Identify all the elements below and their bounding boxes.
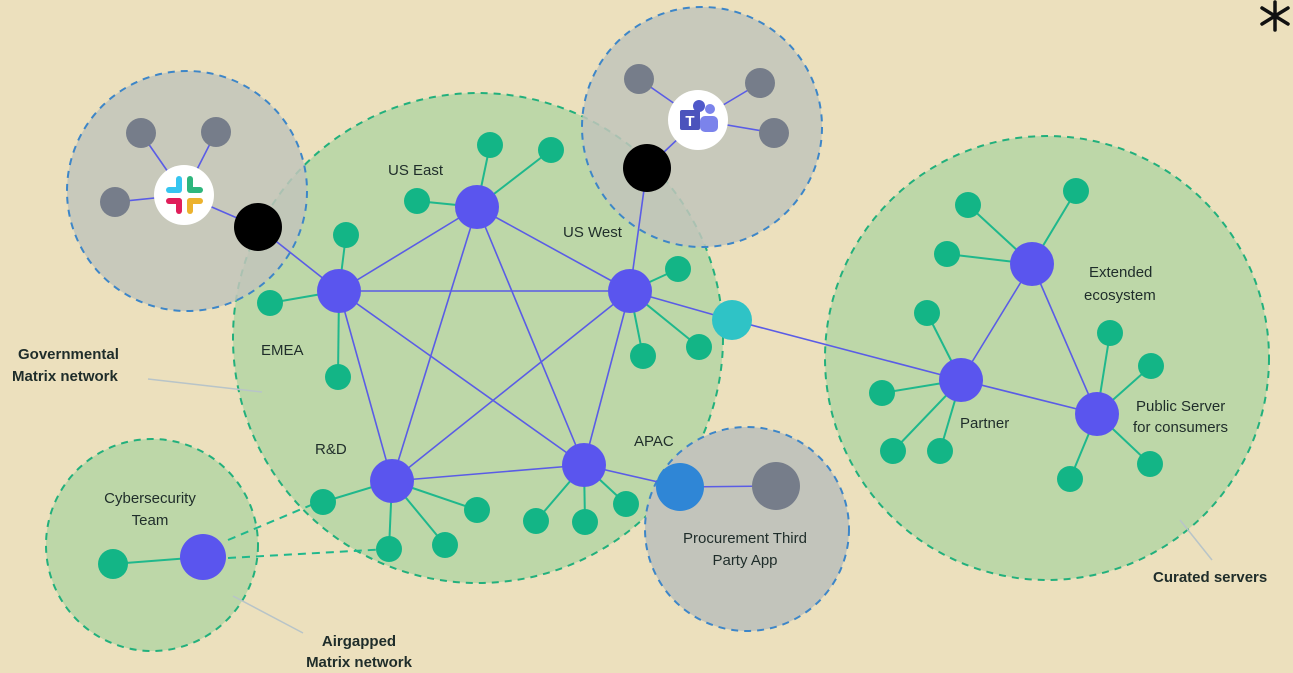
hub-cybersecurity-team: [180, 534, 226, 580]
leaf-node: [869, 380, 895, 406]
airgap-links: [227, 499, 390, 559]
slack-logo-icon: [154, 165, 214, 225]
callout-governmental-line1: Governmental: [18, 346, 119, 363]
leaf-node: [404, 188, 430, 214]
callout-labels: Governmental Matrix network Airgapped Ma…: [12, 346, 1267, 671]
zones: [45, 6, 1270, 652]
zone-curated-servers: [824, 135, 1270, 581]
airgap-link-upper: [227, 499, 324, 541]
hub-us-east: [455, 185, 499, 229]
leaf-node: [914, 300, 940, 326]
leaf-node: [376, 536, 402, 562]
leaf-node: [613, 491, 639, 517]
slack-bridge-node: [234, 203, 282, 251]
callout-governmental-line2: Matrix network: [12, 368, 119, 385]
callout-airgapped-line1: Airgapped: [322, 633, 396, 650]
leaf-node: [955, 192, 981, 218]
teams-bridge-node: [623, 144, 671, 192]
leaf-node: [464, 497, 490, 523]
label-rd: R&D: [315, 441, 347, 458]
teams-logo-letter: T: [685, 113, 694, 130]
label-us-east: US East: [388, 162, 444, 179]
callout-line-curated: [1179, 519, 1213, 561]
external-node: [201, 117, 231, 147]
hub-emea: [317, 269, 361, 313]
hub-public-server: [1075, 392, 1119, 436]
label-cybersecurity-line1: Cybersecurity: [104, 490, 196, 507]
procurement-app-node: [752, 462, 800, 510]
leaf-node: [686, 334, 712, 360]
hub-nodes: [180, 185, 1119, 580]
leaf-node: [1138, 353, 1164, 379]
node-labels: US East US West EMEA R&D APAC Extended e…: [104, 162, 1228, 569]
zone-airgapped-network: [45, 438, 259, 652]
external-node: [126, 118, 156, 148]
label-procurement-line1: Procurement Third: [683, 530, 807, 547]
callout-line-airgapped: [232, 595, 304, 634]
leaf-node: [1137, 451, 1163, 477]
hub-extended-ecosystem: [1010, 242, 1054, 286]
leaf-node: [538, 137, 564, 163]
leaf-node: [1097, 320, 1123, 346]
external-node: [100, 187, 130, 217]
zone-procurement-app: [644, 426, 850, 632]
hub-us-west: [608, 269, 652, 313]
external-nodes: [100, 64, 800, 510]
hub-rd: [370, 459, 414, 503]
leaf-node: [523, 508, 549, 534]
leaf-node: [927, 438, 953, 464]
procurement-bridge-node: [656, 463, 704, 511]
leaf-node: [98, 549, 128, 579]
federation-bridge-node: [712, 300, 752, 340]
external-node: [624, 64, 654, 94]
hub-apac: [562, 443, 606, 487]
leaf-node: [477, 132, 503, 158]
callout-curated-servers: Curated servers: [1153, 569, 1267, 586]
label-procurement-line2: Party App: [712, 552, 777, 569]
label-apac: APAC: [634, 433, 674, 450]
label-us-west: US West: [563, 224, 623, 241]
leaf-node: [572, 509, 598, 535]
label-emea: EMEA: [261, 342, 304, 359]
leaf-node: [630, 343, 656, 369]
leaf-node: [880, 438, 906, 464]
callout-line-governmental: [147, 378, 263, 393]
leaf-nodes: [98, 132, 1164, 579]
callout-airgapped-line2: Matrix network: [306, 654, 413, 671]
leaf-node: [333, 222, 359, 248]
hub-partner: [939, 358, 983, 402]
teams-logo-icon: T: [668, 90, 728, 150]
leaf-node: [1063, 178, 1089, 204]
external-node: [759, 118, 789, 148]
asterisk-icon: [1260, 0, 1290, 32]
label-cybersecurity-line2: Team: [132, 512, 169, 529]
leaf-node: [325, 364, 351, 390]
label-extended-ecosystem-line2: ecosystem: [1084, 287, 1156, 304]
leaf-node: [257, 290, 283, 316]
label-partner: Partner: [960, 415, 1009, 432]
callout-lines: [147, 378, 1213, 634]
leaf-node: [665, 256, 691, 282]
leaf-node: [1057, 466, 1083, 492]
external-node: [745, 68, 775, 98]
leaf-node: [934, 241, 960, 267]
leaf-node: [310, 489, 336, 515]
label-public-server-line2: for consumers: [1133, 419, 1228, 436]
label-extended-ecosystem-line1: Extended: [1089, 264, 1152, 281]
leaf-node: [432, 532, 458, 558]
label-public-server-line1: Public Server: [1136, 398, 1225, 415]
